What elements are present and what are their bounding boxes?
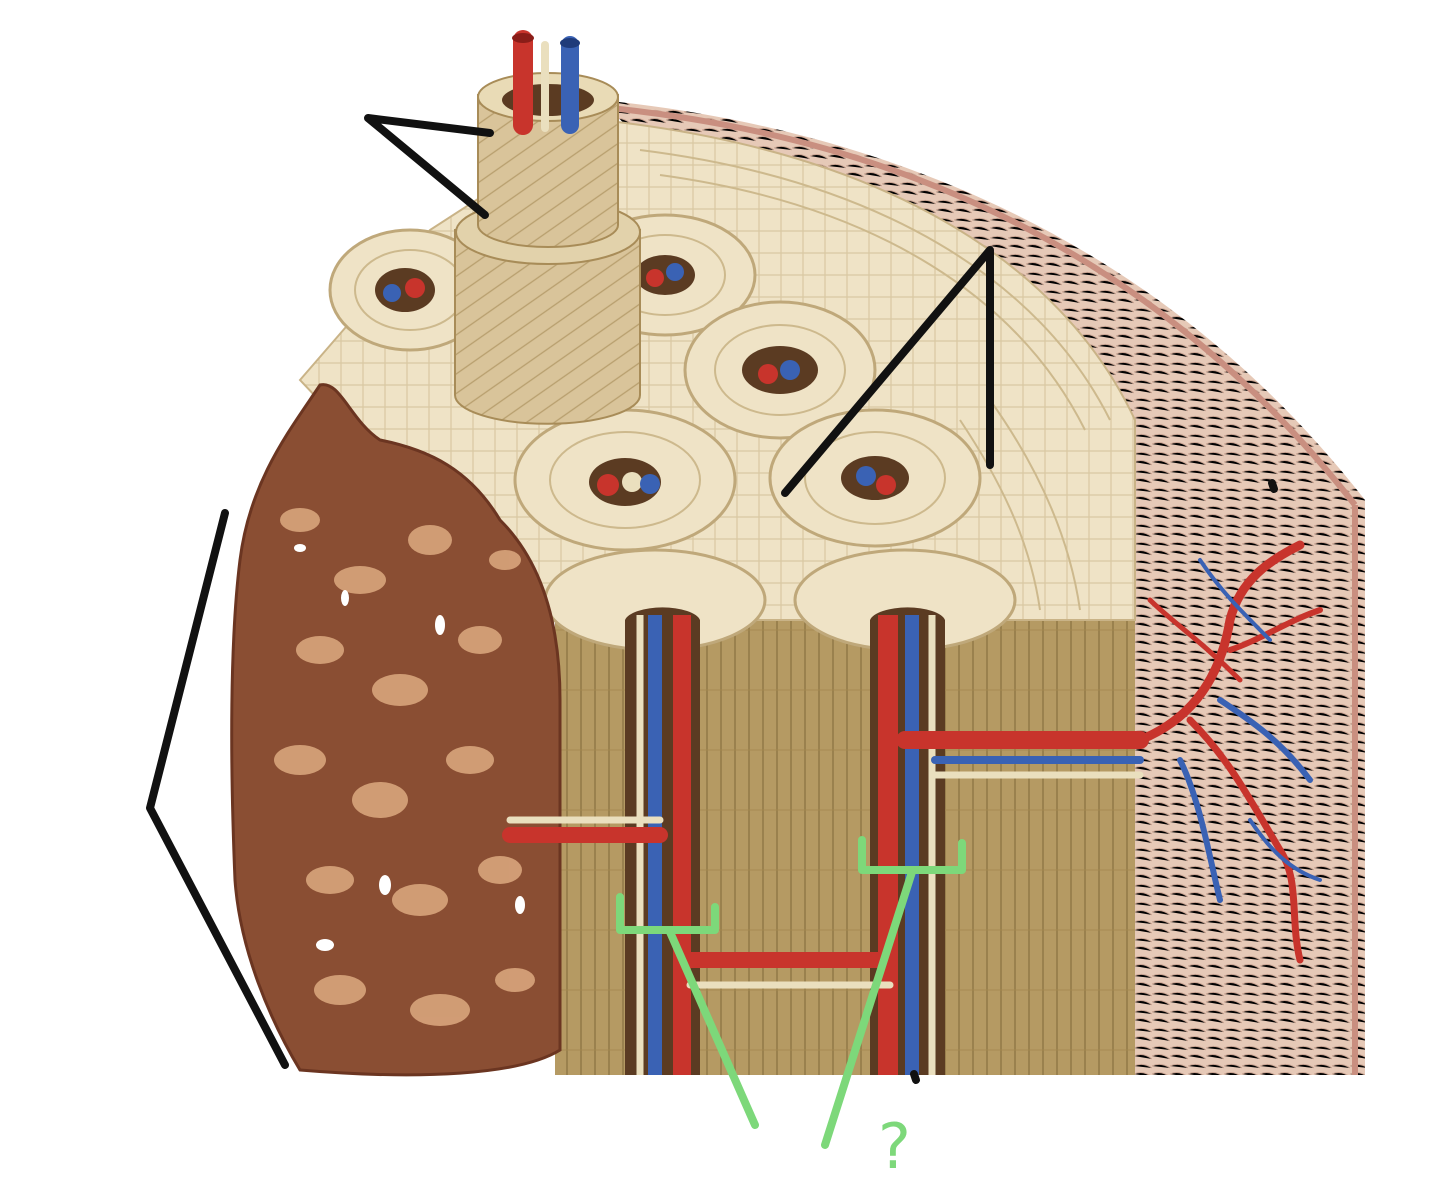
spongy-bone [230,383,562,1077]
periosteal-vessels [1135,540,1323,964]
leader-line-interstitial-lamellae [781,246,994,497]
perforating-canal-vessels [502,731,1149,989]
question-mark-label: ? [878,1110,911,1183]
osteon [683,300,877,440]
question-annotation [616,836,966,1149]
central-canal-right [870,607,945,1075]
tick-periosteum [1268,479,1278,493]
pointer-line-right [821,868,916,1149]
tick-bottom [910,1070,920,1084]
central-canal-vessels [512,30,580,135]
osteon [328,228,492,352]
leader-line-osteon-lamellae [364,114,494,219]
osteon [543,548,1017,652]
label-leader-lines [146,114,1278,1084]
pointer-line-left [666,928,759,1129]
osteon [513,408,737,552]
periosteum [600,100,1365,1075]
bracket-spongy-bone [146,509,289,1069]
circumferential-lamellae [639,149,1111,611]
